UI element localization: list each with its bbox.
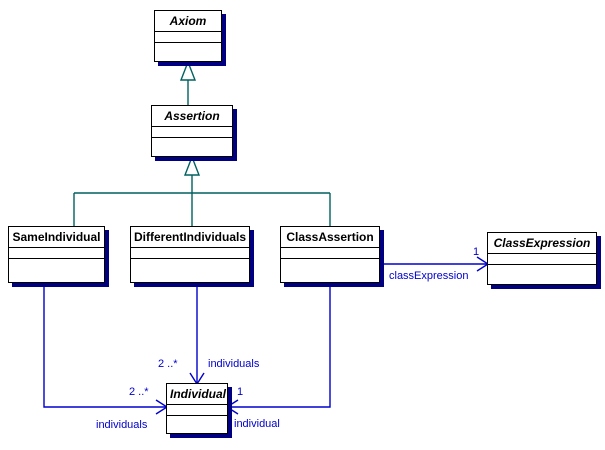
association-classassertion-classexpression: [380, 256, 490, 272]
class-attributes-axiom: [155, 32, 221, 43]
generalization-assertion-to-axiom: [179, 60, 197, 105]
class-attributes-differentindividuals: [131, 248, 249, 259]
class-box-classexpression[interactable]: ClassExpression: [487, 232, 597, 285]
class-attributes-individual: [167, 405, 227, 416]
association-differentindividuals-individual: [189, 283, 205, 386]
class-attributes-assertion: [152, 127, 232, 138]
class-box-individual[interactable]: Individual: [166, 383, 228, 434]
association-multiplicity-label-differentindividuals-individuals: 2 ..*: [158, 358, 178, 370]
class-name-differentindividuals: DifferentIndividuals: [131, 227, 249, 248]
association-multiplicity-label-classassertion-individual: 1: [237, 386, 244, 398]
class-attributes-classassertion: [281, 248, 379, 259]
association-role-label-classexpression: classExpression: [389, 270, 469, 282]
association-line: [43, 283, 166, 408]
generalization-arrowhead: [179, 60, 197, 81]
class-box-sameindividual[interactable]: SameIndividual: [8, 226, 105, 283]
association-multiplicity-label-classexpression: 1: [473, 246, 480, 258]
class-box-axiom[interactable]: Axiom: [154, 10, 222, 62]
generalization-tree-to-assertion: [73, 155, 331, 226]
association-role-label-differentindividuals-individuals: individuals: [208, 358, 260, 370]
class-name-axiom: Axiom: [155, 11, 221, 32]
class-name-sameindividual: SameIndividual: [9, 227, 104, 248]
class-box-assertion[interactable]: Assertion: [151, 105, 233, 157]
class-name-classexpression: ClassExpression: [488, 233, 596, 254]
class-name-individual: Individual: [167, 384, 227, 405]
association-line: [228, 283, 331, 408]
association-role-label-sameindividual-individuals: individuals: [96, 419, 148, 431]
class-box-differentindividuals[interactable]: DifferentIndividuals: [130, 226, 250, 283]
class-attributes-classexpression: [488, 254, 596, 265]
association-role-label-classassertion-individual: individual: [234, 418, 280, 430]
generalization-arrowhead: [183, 155, 201, 176]
class-attributes-sameindividual: [9, 248, 104, 259]
class-name-classassertion: ClassAssertion: [281, 227, 379, 248]
class-name-assertion: Assertion: [152, 106, 232, 127]
class-box-classassertion[interactable]: ClassAssertion: [280, 226, 380, 283]
association-multiplicity-label-sameindividual-individuals: 2 ..*: [129, 386, 149, 398]
